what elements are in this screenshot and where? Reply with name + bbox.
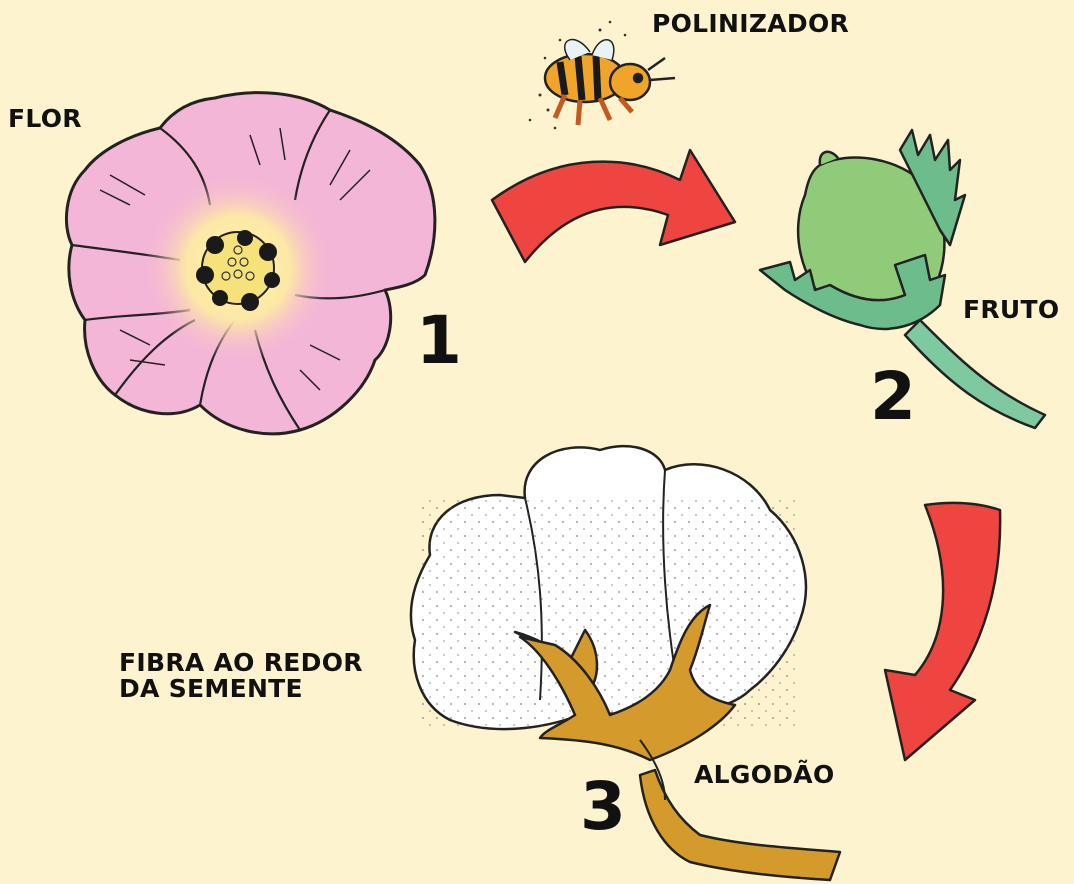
- bee-pollinator-illustration: [545, 40, 675, 125]
- label-flower: FLOR: [8, 106, 82, 132]
- step-number-1: 1: [416, 308, 462, 374]
- label-fruit: FRUTO: [963, 297, 1059, 323]
- label-fiber-around-seed: FIBRA AO REDOR DA SEMENTE: [119, 650, 363, 703]
- label-cotton: ALGODÃO: [694, 762, 835, 788]
- arrow-fruit-to-cotton: [885, 503, 1000, 760]
- label-pollinator: POLINIZADOR: [652, 11, 849, 37]
- step-number-2: 2: [870, 364, 916, 430]
- step-number-3: 3: [580, 774, 626, 840]
- arrow-flower-to-fruit: [492, 150, 735, 262]
